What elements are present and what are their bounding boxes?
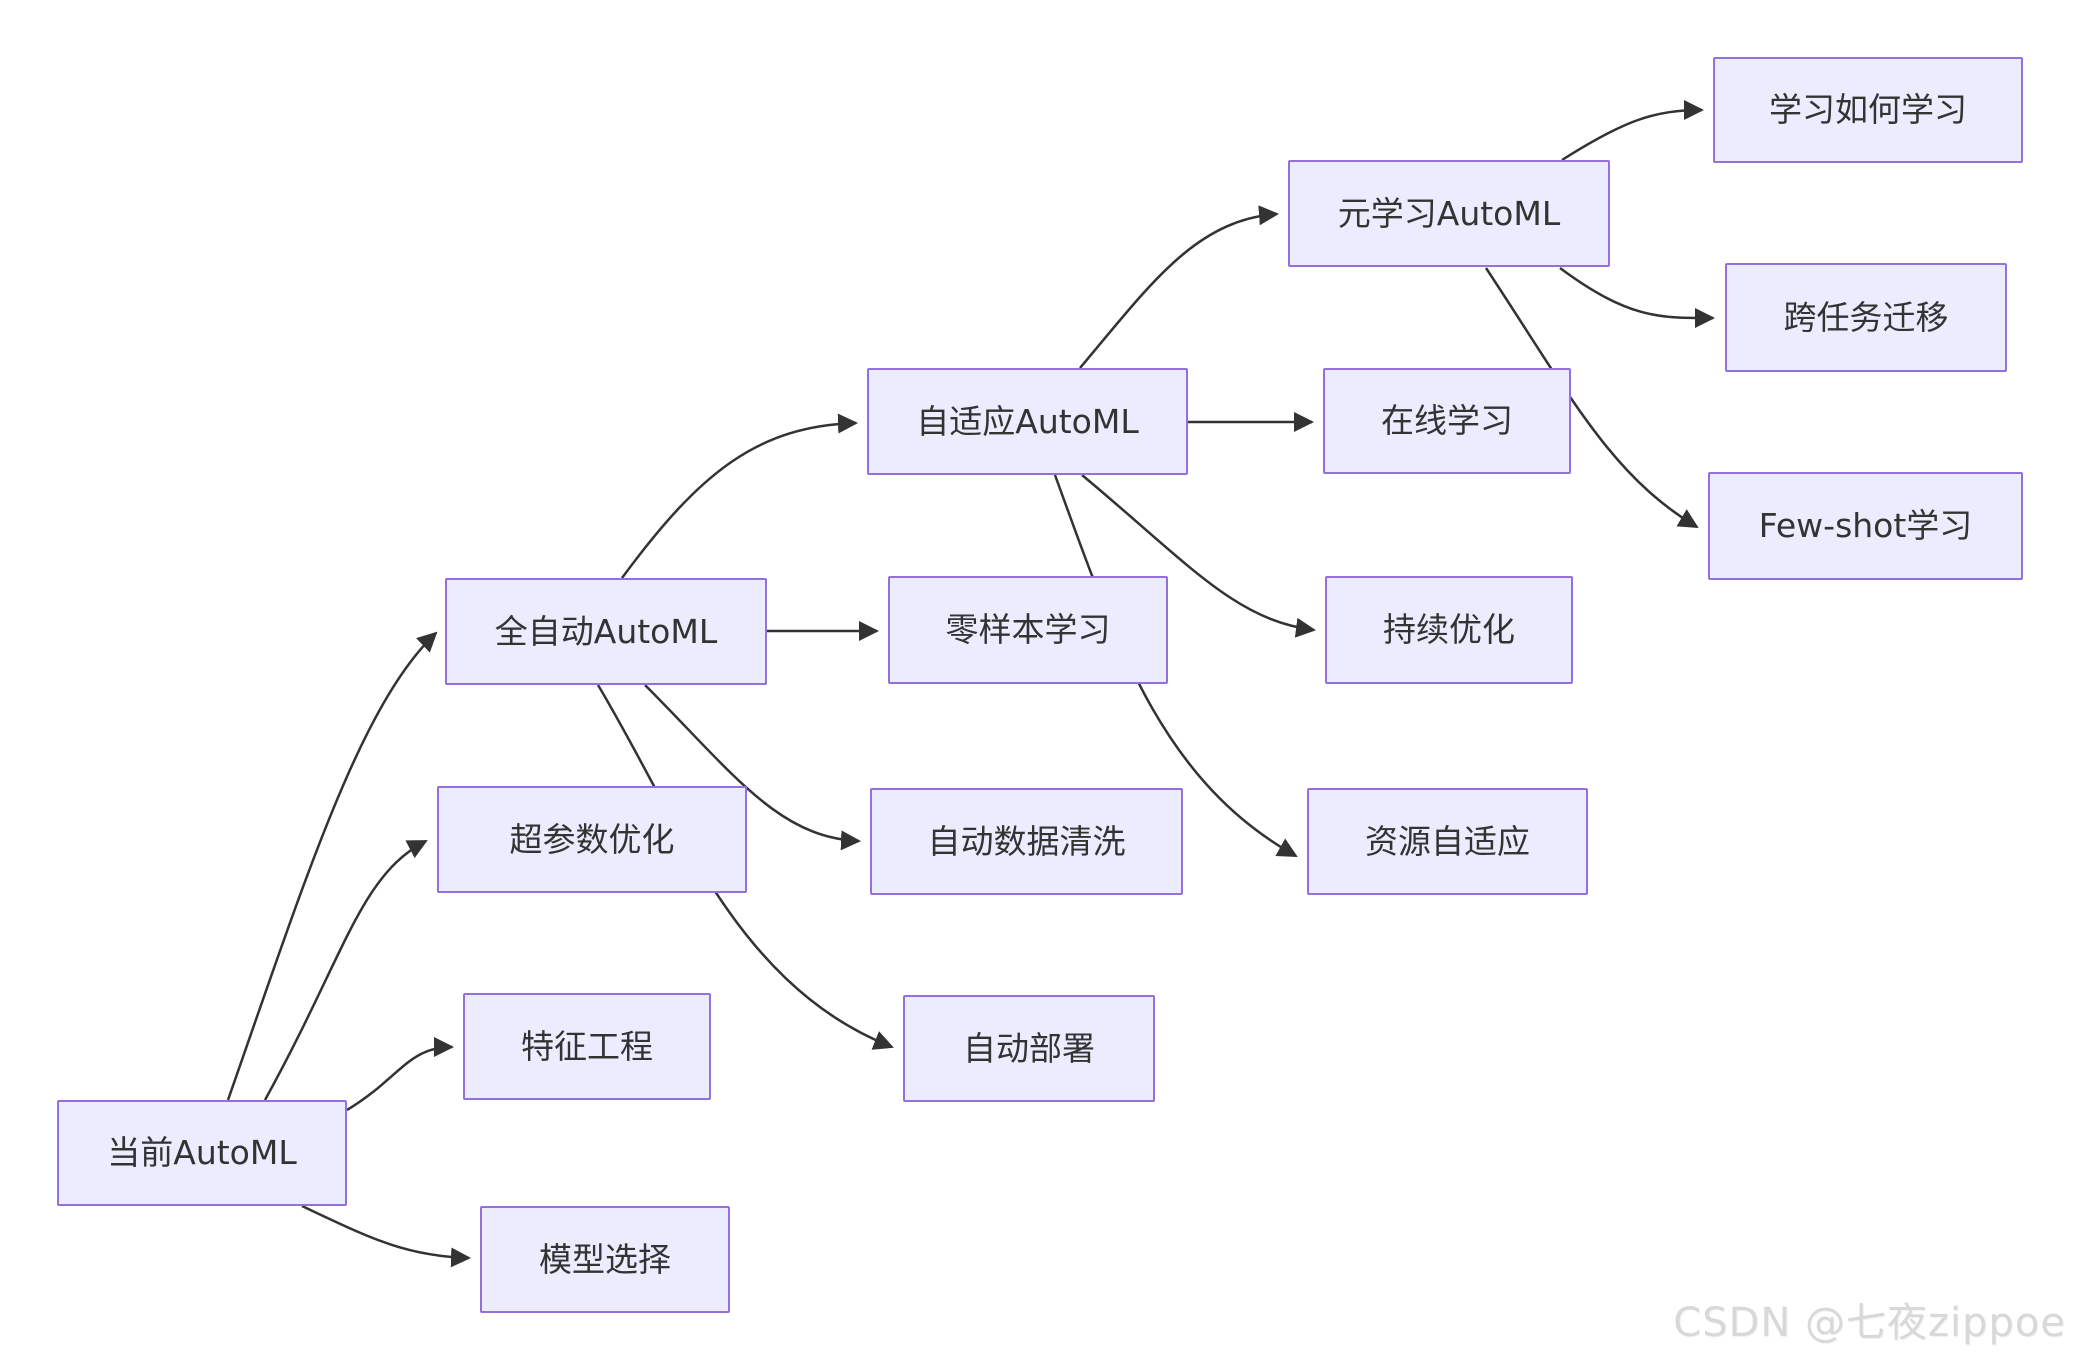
node-label: 全自动AutoML	[494, 611, 718, 651]
edge-meta-learn_to_learn	[1561, 100, 1704, 162]
edge-current-full_auto	[226, 631, 438, 1101]
node-meta: 元学习AutoML	[1288, 160, 1610, 267]
node-data_clean: 自动数据清洗	[870, 788, 1183, 895]
node-label: 持续优化	[1383, 610, 1515, 650]
edge-current-model_select	[301, 1204, 471, 1268]
node-label: Few-shot学习	[1758, 506, 1973, 546]
node-continuous: 持续优化	[1325, 576, 1573, 684]
node-resource: 资源自适应	[1307, 788, 1588, 895]
node-label: 自动部署	[963, 1028, 1095, 1068]
node-cross_task: 跨任务迁移	[1725, 263, 2007, 372]
edge-full_auto-adaptive	[620, 413, 858, 579]
edge-current-feature	[346, 1037, 454, 1112]
edge-adaptive-resource	[1053, 474, 1298, 858]
edge-meta-cross_task	[1559, 266, 1715, 329]
edge-full_auto-deploy	[596, 684, 894, 1050]
node-deploy: 自动部署	[903, 995, 1155, 1102]
node-online: 在线学习	[1323, 368, 1571, 474]
node-hpo: 超参数优化	[437, 786, 747, 893]
edge-meta-few_shot	[1484, 267, 1699, 529]
watermark: CSDN @七夜zippoe	[1673, 1300, 2066, 1346]
node-label: 自动数据清洗	[927, 821, 1126, 861]
node-label: 零样本学习	[945, 610, 1111, 650]
node-label: 模型选择	[539, 1239, 671, 1279]
node-label: 超参数优化	[509, 819, 675, 859]
node-label: 跨任务迁移	[1783, 297, 1949, 337]
node-zero_shot: 零样本学习	[888, 576, 1168, 684]
node-label: 资源自适应	[1365, 821, 1530, 861]
node-model_select: 模型选择	[480, 1206, 730, 1313]
edge-adaptive-meta	[1079, 205, 1279, 369]
node-current: 当前AutoML	[57, 1100, 347, 1206]
node-label: 当前AutoML	[107, 1133, 297, 1173]
node-label: 在线学习	[1381, 401, 1513, 441]
node-label: 学习如何学习	[1769, 90, 1967, 130]
edge-adaptive-continuous	[1081, 474, 1316, 638]
node-adaptive: 自适应AutoML	[867, 368, 1188, 475]
node-feature: 特征工程	[463, 993, 711, 1100]
node-full_auto: 全自动AutoML	[445, 578, 767, 685]
node-learn_to_learn: 学习如何学习	[1713, 57, 2023, 163]
node-label: 元学习AutoML	[1337, 193, 1561, 233]
node-label: 特征工程	[521, 1026, 653, 1066]
edge-current-hpo	[263, 839, 428, 1101]
node-few_shot: Few-shot学习	[1708, 472, 2023, 580]
node-label: 自适应AutoML	[916, 401, 1139, 441]
edge-full_auto-data_clean	[644, 684, 861, 851]
